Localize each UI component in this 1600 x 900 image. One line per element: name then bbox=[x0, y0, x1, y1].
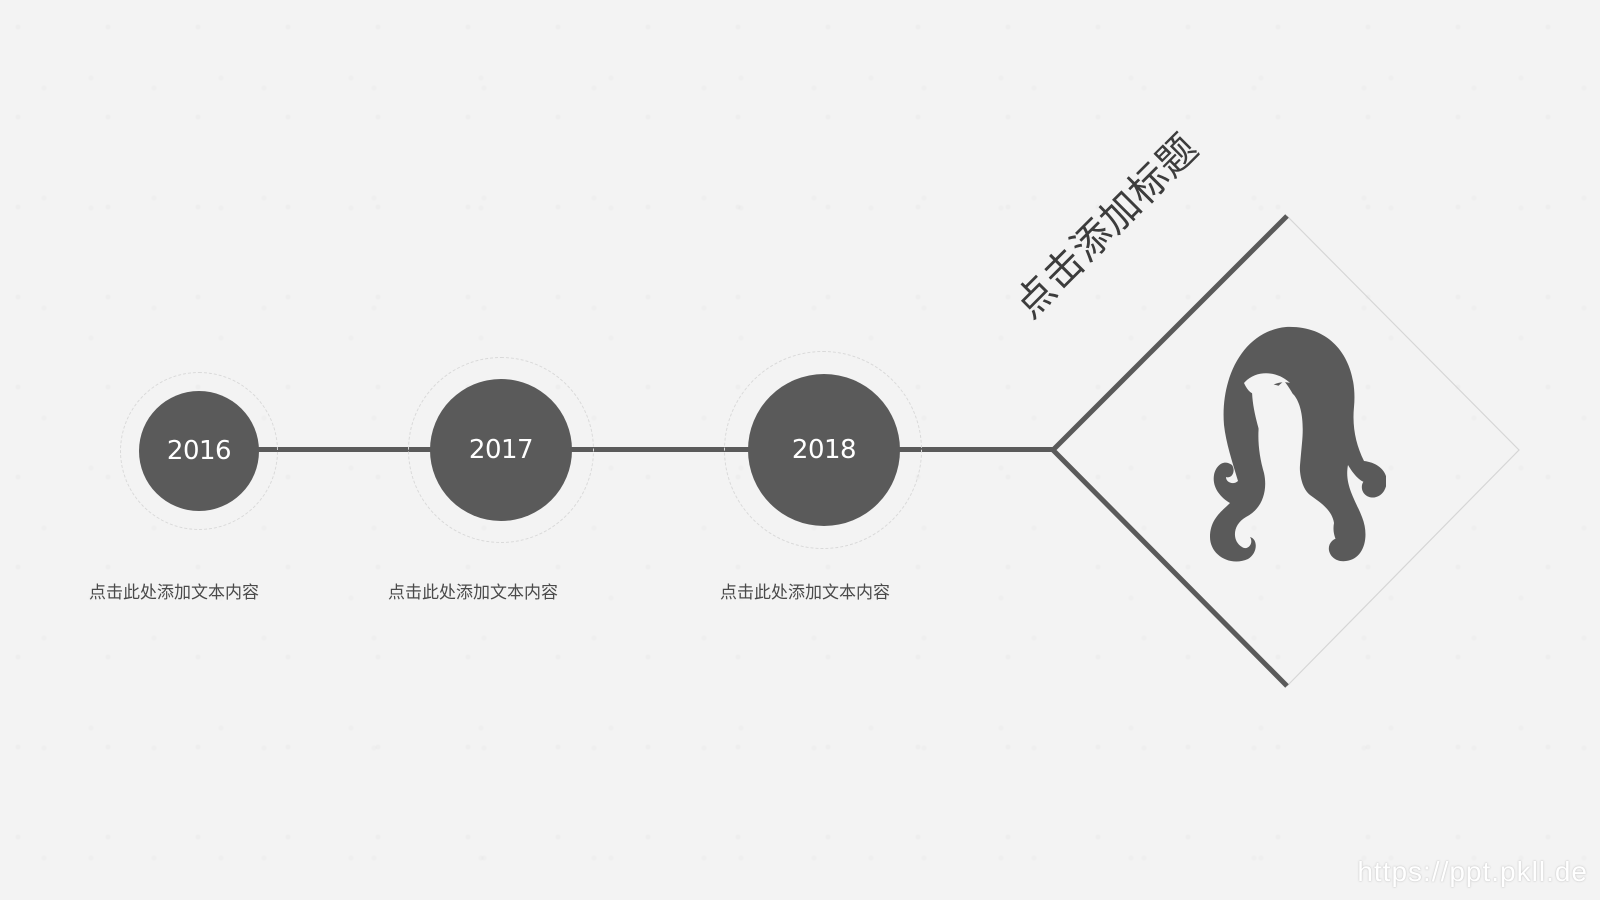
node-ring bbox=[724, 351, 922, 549]
watermark-url: https://ppt.pkll.de bbox=[1357, 856, 1588, 887]
year-badge: 2017 bbox=[430, 379, 572, 521]
woman-hair-icon bbox=[1210, 326, 1386, 562]
node-ring bbox=[120, 372, 278, 530]
timeline-line bbox=[196, 447, 1054, 452]
year-badge: 2018 bbox=[748, 374, 900, 526]
year-badge: 2016 bbox=[139, 391, 259, 511]
node-ring bbox=[408, 357, 594, 543]
node-caption[interactable]: 点击此处添加文本内容 bbox=[720, 583, 890, 603]
node-caption[interactable]: 点击此处添加文本内容 bbox=[89, 583, 259, 603]
node-caption[interactable]: 点击此处添加文本内容 bbox=[388, 583, 558, 603]
